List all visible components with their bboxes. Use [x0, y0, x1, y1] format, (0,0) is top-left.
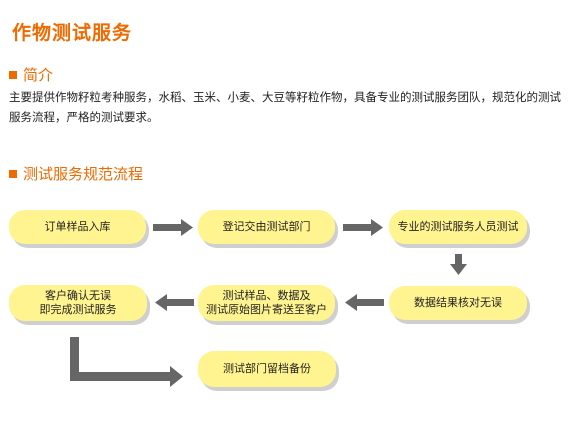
flow-step-archive-backup: 测试部门留档备份 — [198, 351, 336, 387]
intro-paragraph: 主要提供作物籽粒考种服务，水稻、玉米、小麦、大豆等籽粒作物，具备专业的测试服务团… — [9, 90, 561, 124]
flow-step-verify-results: 数据结果核对无误 — [389, 286, 527, 320]
elbow-arrow-icon — [70, 337, 183, 387]
intro-heading: 简介 — [9, 64, 53, 85]
flow-step-professional-testing: 专业的测试服务人员测试 — [389, 210, 527, 244]
page-title: 作物测试服务 — [12, 22, 133, 44]
flow-step-label: 客户确认无误 即完成测试服务 — [39, 289, 117, 316]
process-heading-text: 测试服务规范流程 — [23, 165, 144, 183]
flow-step-register: 登记交由测试部门 — [198, 210, 335, 244]
square-bullet-icon — [9, 169, 17, 178]
flow-step-label: 订单样品入库 — [44, 220, 111, 233]
flow-step-customer-confirm: 客户确认无误 即完成测试服务 — [9, 285, 147, 321]
flow-step-label: 专业的测试服务人员测试 — [397, 220, 519, 233]
left-arrow-icon — [155, 294, 194, 311]
down-arrow-icon — [450, 254, 467, 275]
flow-step-label: 数据结果核对无误 — [414, 296, 502, 309]
right-arrow-icon — [153, 219, 193, 236]
square-bullet-icon — [9, 70, 17, 79]
right-arrow-icon — [343, 219, 383, 236]
flow-step-ship-to-customer: 测试样品、数据及 测试原始图片寄送至客户 — [198, 285, 335, 321]
flow-step-label: 测试样品、数据及 测试原始图片寄送至客户 — [206, 289, 327, 316]
process-heading: 测试服务规范流程 — [9, 163, 143, 184]
left-arrow-icon — [345, 294, 384, 311]
flow-step-label: 登记交由测试部门 — [222, 220, 311, 233]
intro-heading-text: 简介 — [23, 66, 54, 84]
flow-step-label: 测试部门留档备份 — [223, 362, 311, 375]
flow-step-order-receipt: 订单样品入库 — [9, 210, 146, 244]
